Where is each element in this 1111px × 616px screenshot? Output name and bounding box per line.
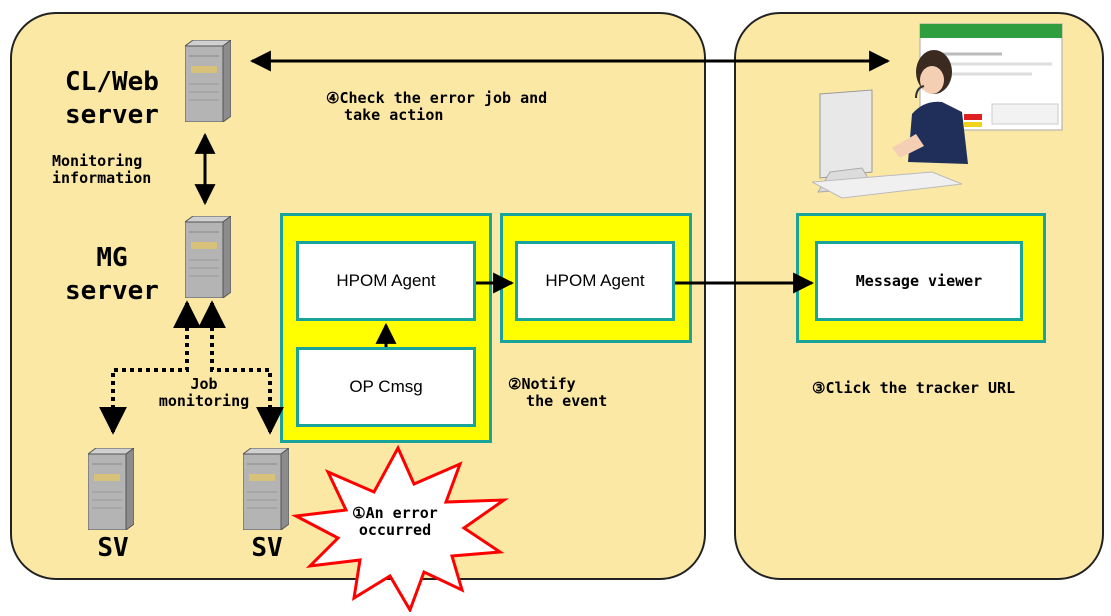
server-tower-icon [88,448,134,530]
job-monitoring-arrow-sv1 [99,300,201,435]
step1-label: ①An error occurred [352,504,438,540]
step3-label: ③Click the tracker URL [812,379,1016,397]
opc-msg-box: OP Cmsg [296,347,476,427]
operator-at-pc-icon [812,23,1063,199]
mg-server-label: MG server [65,243,159,306]
sv-label-2: SV [251,533,283,563]
hpom-agent-box-right: HPOM Agent [515,241,675,321]
job-monitoring-label: Job monitoring [158,375,250,411]
server-tower-icon [185,216,231,298]
server-tower-icon [243,448,289,530]
hpom-agent-box-left: HPOM Agent [296,241,476,321]
cl-web-server-label: CL/Web server [65,67,159,130]
step4-label: ④Check the error job and take action [326,89,548,125]
opc-msg-label: OP Cmsg [349,377,423,396]
sv-label-1: SV [97,533,129,563]
job-monitoring-arrow-sv2 [198,300,284,435]
hpom-agent-label-left: HPOM Agent [336,271,436,290]
explosion-icon [291,444,510,612]
hpom-agent-label-right: HPOM Agent [545,271,645,290]
message-viewer-label: Message viewer [855,272,983,290]
monitoring-information-label: Monitoring information [52,152,152,188]
step2-label: ②Notify the event [508,375,608,411]
server-tower-icon [185,40,231,122]
message-viewer-box: Message viewer [815,241,1023,321]
